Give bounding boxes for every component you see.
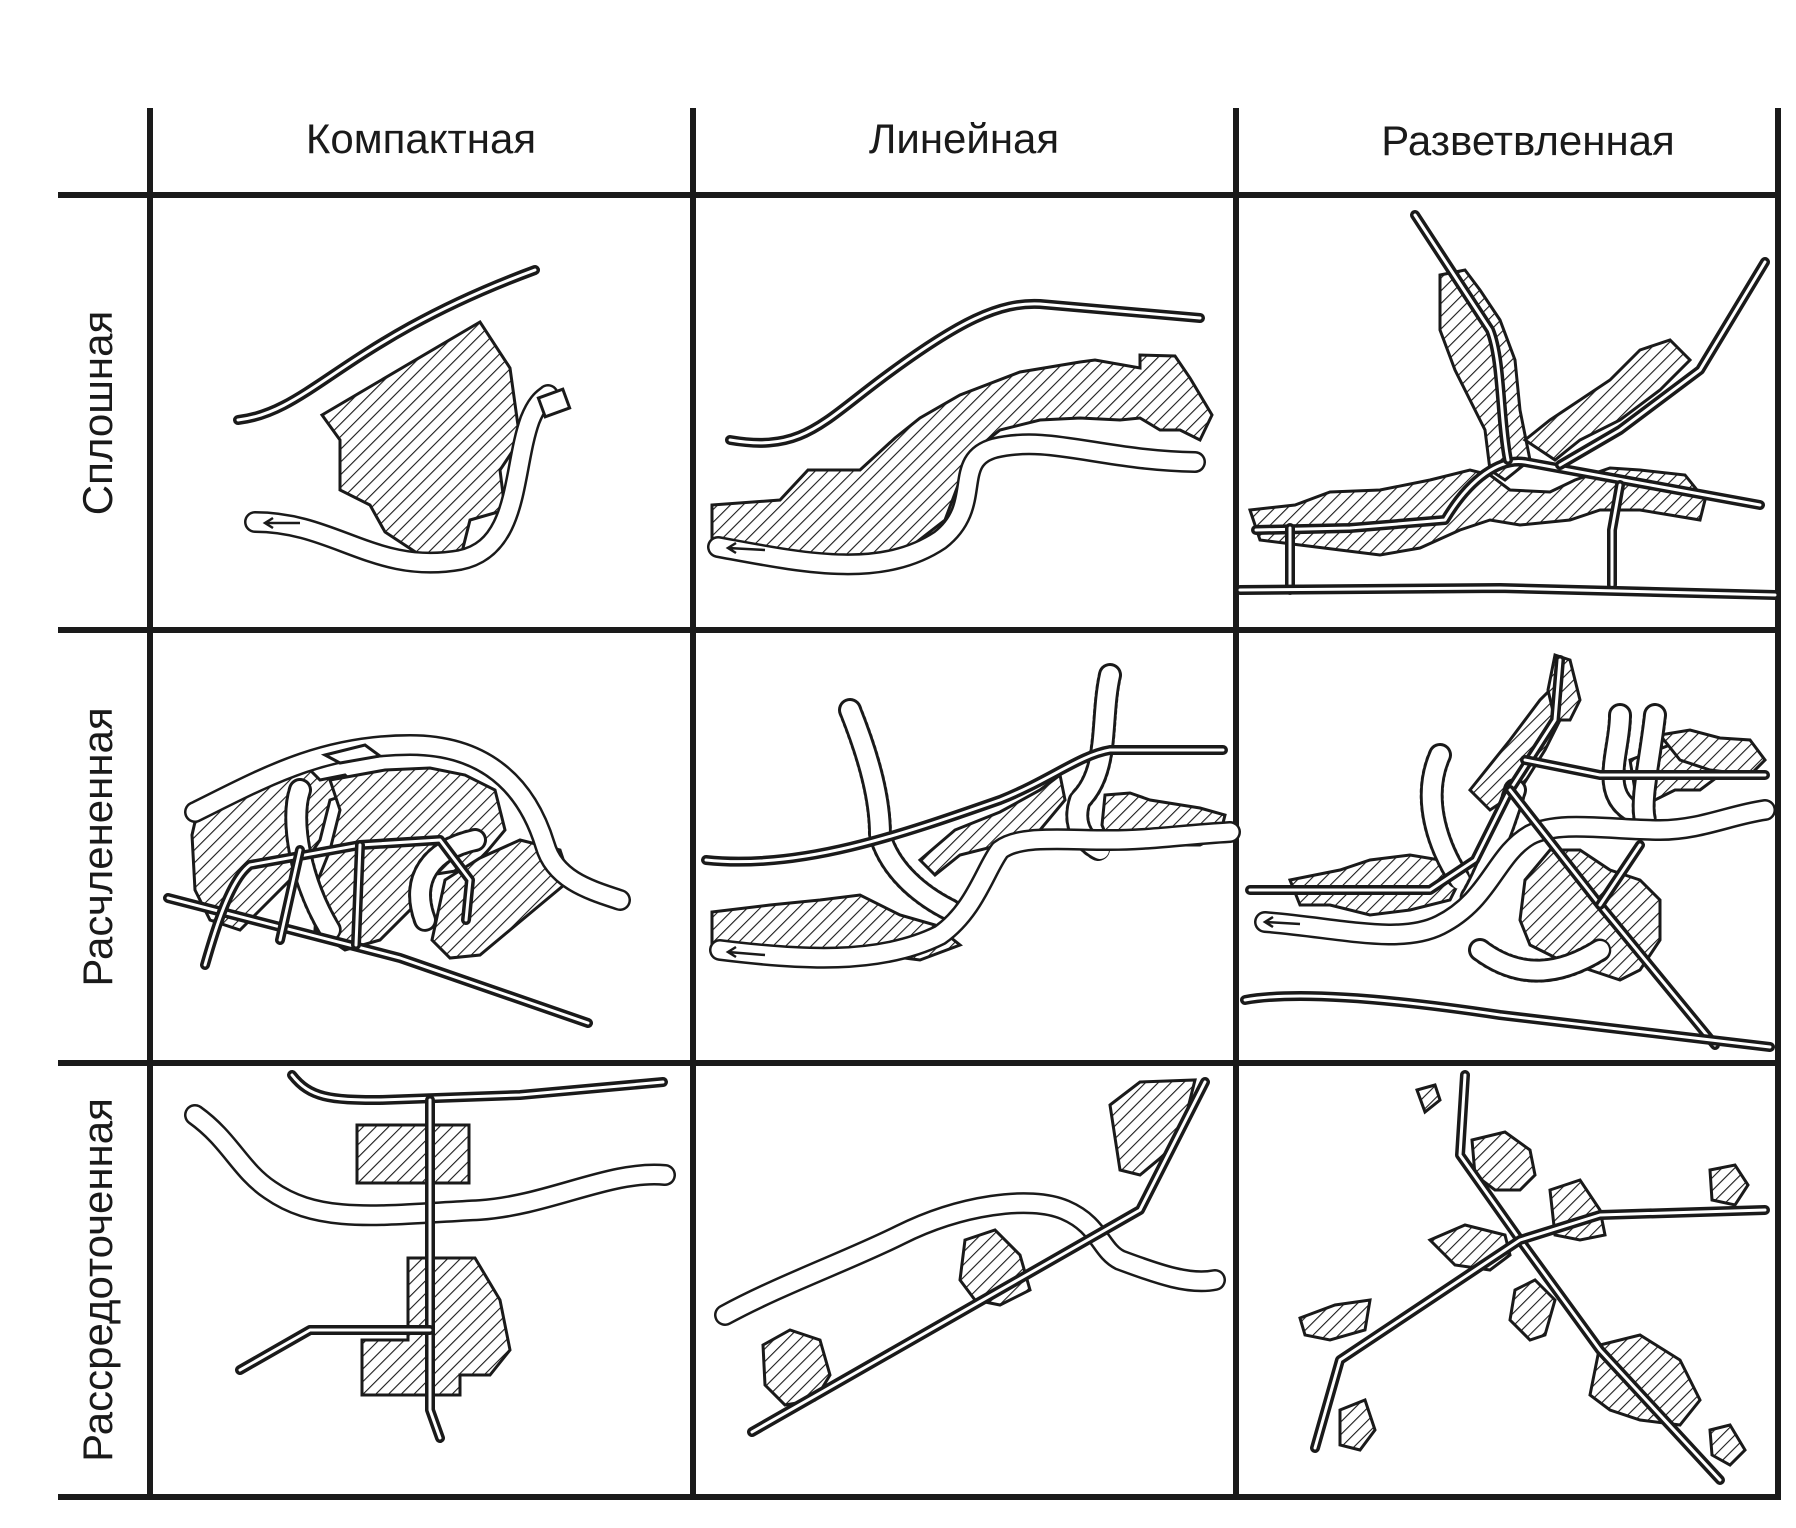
river bbox=[714, 1192, 1226, 1326]
flow-arrow-icon bbox=[1262, 915, 1301, 929]
road bbox=[425, 1095, 445, 1443]
road bbox=[701, 745, 1228, 867]
road bbox=[163, 893, 593, 1028]
road bbox=[1595, 840, 1645, 910]
table-grid bbox=[58, 108, 1781, 1500]
road bbox=[1251, 456, 1765, 535]
river bbox=[184, 734, 631, 911]
ravine bbox=[838, 698, 962, 922]
small-building bbox=[536, 387, 572, 419]
row-header-solid: Сплошная bbox=[74, 311, 121, 515]
column-header-linear: Линейная bbox=[869, 115, 1059, 162]
river bbox=[709, 821, 1241, 969]
map-branched-dispersed bbox=[1298, 1070, 1770, 1485]
road bbox=[1555, 257, 1770, 470]
road bbox=[200, 835, 475, 970]
map-compact-solid bbox=[233, 265, 572, 574]
row-header-dissected: Расчлененная bbox=[74, 707, 121, 986]
road bbox=[287, 1070, 668, 1105]
map-linear-dispersed bbox=[714, 1077, 1226, 1437]
column-header-branched: Разветвленная bbox=[1381, 117, 1675, 164]
river bbox=[244, 384, 559, 574]
ravine bbox=[1601, 703, 1642, 822]
river bbox=[707, 433, 1206, 576]
road bbox=[1240, 990, 1775, 1052]
flow-arrow-icon bbox=[262, 516, 300, 530]
road bbox=[1235, 583, 1780, 600]
road bbox=[747, 1077, 1210, 1437]
river bbox=[1254, 799, 1776, 946]
road bbox=[1245, 655, 1565, 895]
river bbox=[184, 1104, 676, 1227]
row-header-dispersed: Рассредоточенная bbox=[74, 1098, 121, 1462]
column-header-compact: Компактная bbox=[306, 115, 536, 162]
map-branched-dissected bbox=[1240, 653, 1776, 1052]
ravine bbox=[1468, 938, 1612, 983]
road bbox=[1310, 1205, 1770, 1453]
road bbox=[233, 265, 540, 425]
flow-arrow-icon bbox=[725, 945, 766, 959]
map-linear-solid bbox=[707, 298, 1214, 576]
road bbox=[275, 845, 305, 945]
flow-arrow-icon bbox=[725, 541, 766, 555]
map-branched-solid bbox=[1235, 210, 1780, 600]
map-linear-dissected bbox=[701, 663, 1241, 969]
road bbox=[1520, 755, 1770, 780]
ravine bbox=[408, 828, 487, 932]
map-compact-dispersed bbox=[184, 1070, 676, 1443]
road bbox=[725, 298, 1205, 448]
map-compact-dissected bbox=[163, 734, 631, 1028]
road bbox=[235, 1325, 435, 1375]
ravine bbox=[1631, 703, 1667, 832]
ravine bbox=[1419, 743, 1472, 892]
road bbox=[1607, 480, 1625, 590]
road bbox=[351, 840, 365, 950]
road bbox=[1410, 210, 1513, 465]
